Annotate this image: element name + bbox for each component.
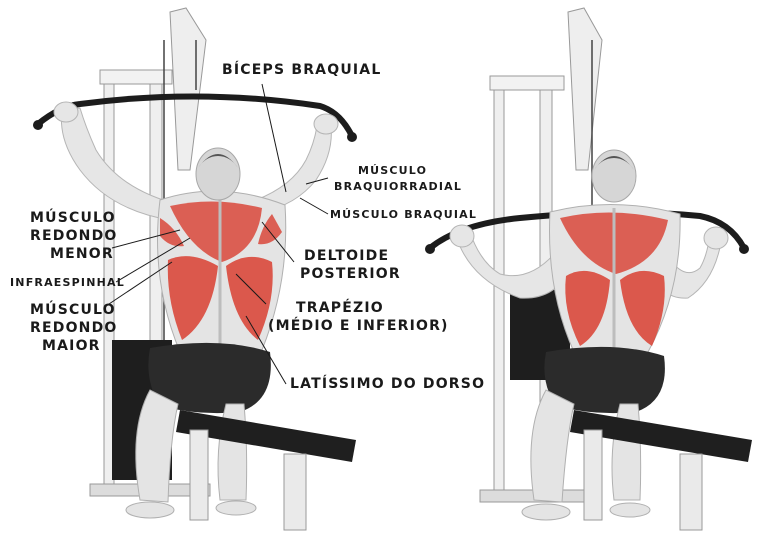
- label-redondo-menor-line1: MÚSCULO: [30, 208, 116, 226]
- left-figure: [33, 7, 357, 531]
- label-trapezio-line1: TRAPÉZIO: [296, 299, 384, 316]
- label-trapezio-line2: (MÉDIO E INFERIOR): [268, 317, 449, 334]
- right-figure: [425, 7, 752, 531]
- label-redondo-menor-line3: MENOR: [50, 246, 114, 262]
- label-redondo-maior-line3: MAIOR: [42, 338, 101, 354]
- label-braquiorradial-line1: MÚSCULO: [358, 164, 427, 177]
- label-latissimo-do-dorso: LATÍSSIMO DO DORSO: [290, 375, 485, 392]
- right-body: [449, 149, 729, 521]
- label-musculo-braquial: MÚSCULO BRAQUIAL: [330, 208, 477, 221]
- label-redondo-menor-line2: REDONDO: [30, 228, 118, 244]
- labels: BÍCEPS BRAQUIAL MÚSCULO BRAQUIORRADIAL M…: [10, 61, 485, 392]
- leader-lines: [105, 83, 329, 385]
- label-deltoide-line2: POSTERIOR: [300, 266, 401, 282]
- label-infraespinhal: INFRAESPINHAL: [10, 276, 125, 289]
- label-redondo-maior-line2: REDONDO: [30, 320, 118, 336]
- label-redondo-maior-line1: MÚSCULO: [30, 300, 116, 318]
- label-deltoide-line1: DELTOIDE: [304, 248, 389, 264]
- label-biceps-braquial: BÍCEPS BRAQUIAL: [222, 61, 381, 78]
- left-bench: [176, 410, 356, 531]
- left-body: [53, 101, 339, 519]
- label-braquiorradial-line2: BRAQUIORRADIAL: [334, 180, 462, 193]
- right-bench: [570, 410, 752, 531]
